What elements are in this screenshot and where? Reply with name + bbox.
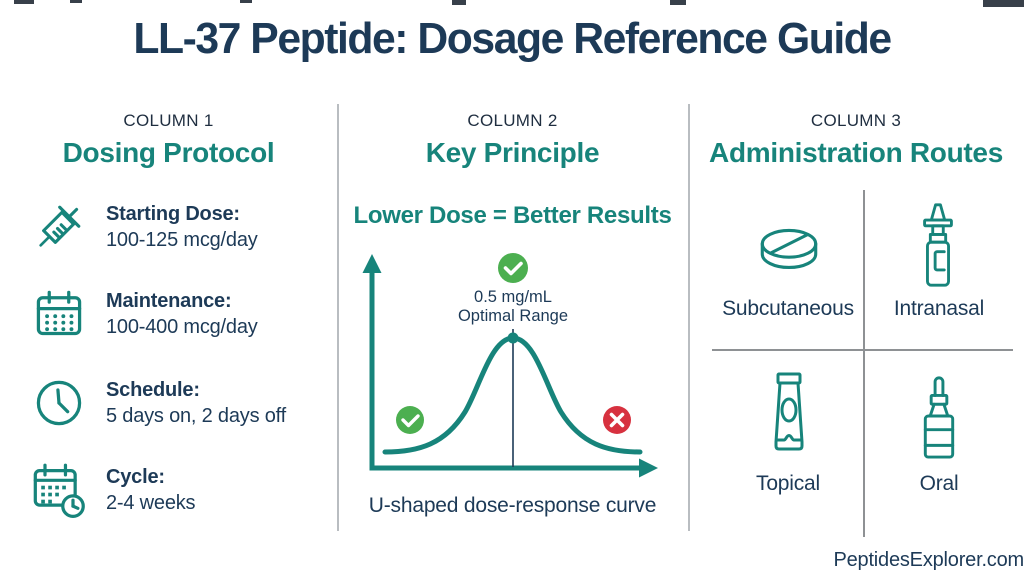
calendar-clock-icon [30, 462, 88, 518]
check-icon [498, 253, 528, 283]
dose-item-label: Maintenance: [106, 290, 232, 312]
dropper-bottle-icon [923, 376, 955, 459]
column1-eyebrow: COLUMN 1 [123, 111, 214, 130]
key-principle-statement: Lower Dose = Better Results [353, 202, 672, 229]
routes-grid-divider-vertical [863, 190, 865, 537]
x-icon [603, 406, 631, 434]
peak-label-line2: Optimal Range [458, 307, 568, 325]
routes-grid-divider-horizontal [712, 349, 1013, 351]
top-edge-artifact [14, 0, 34, 4]
source-watermark: PeptidesExplorer.com [833, 549, 1024, 571]
column3-heading: Administration Routes [709, 137, 1003, 168]
route-label-oral: Oral [919, 472, 959, 495]
tablet-icon [760, 228, 818, 270]
top-edge-artifact [240, 0, 252, 3]
dose-item-starting-dose: Starting Dose: 100-125 mcg/day [30, 196, 258, 258]
column3-eyebrow: COLUMN 3 [810, 111, 902, 130]
dose-item-label: Starting Dose: [106, 203, 240, 225]
check-icon [396, 406, 424, 434]
route-label-subcutaneous: Subcutaneous [722, 297, 854, 320]
column2-heading: Key Principle [425, 137, 600, 168]
route-topical [763, 370, 815, 465]
column1-heading: Dosing Protocol [62, 137, 275, 168]
dose-item-label: Schedule: [106, 379, 200, 401]
dose-item-value: 2-4 weeks [106, 492, 196, 514]
dose-item-schedule: Schedule: 5 days on, 2 days off [30, 372, 286, 434]
top-edge-artifact [452, 0, 466, 5]
dose-item-label: Cycle: [106, 466, 165, 488]
dose-response-chart: 0.5 mg/mL Optimal Range [357, 250, 667, 480]
peak-dot [507, 332, 519, 344]
dose-item-value: 100-400 mcg/day [106, 316, 258, 338]
cream-tube-icon [774, 372, 804, 451]
calendar-icon [30, 288, 88, 340]
dose-item-value: 100-125 mcg/day [106, 229, 258, 251]
column-divider [337, 104, 339, 531]
route-intranasal [915, 200, 961, 295]
chart-caption: U-shaped dose-response curve [368, 494, 657, 517]
column2-eyebrow: COLUMN 2 [467, 111, 558, 130]
clock-icon [30, 377, 88, 429]
y-axis-arrow [362, 254, 382, 273]
route-label-intranasal: Intranasal [893, 297, 985, 320]
top-edge-artifact [670, 0, 686, 5]
top-edge-artifact [983, 0, 1024, 7]
nasal-spray-icon [923, 203, 953, 287]
route-label-topical: Topical [756, 472, 820, 495]
page-title: LL-37 Peptide: Dosage Reference Guide [133, 14, 892, 63]
peak-label-line1: 0.5 mg/mL [474, 288, 552, 306]
top-edge-artifact [70, 0, 82, 3]
dose-item-value: 5 days on, 2 days off [106, 405, 286, 427]
route-oral [917, 371, 961, 466]
x-axis-arrow [639, 458, 658, 478]
route-subcutaneous [752, 218, 826, 287]
dose-item-maintenance: Maintenance: 100-400 mcg/day [30, 283, 258, 345]
syringe-icon [30, 198, 88, 256]
column-divider [688, 104, 690, 531]
dose-item-cycle: Cycle: 2-4 weeks [30, 459, 196, 521]
